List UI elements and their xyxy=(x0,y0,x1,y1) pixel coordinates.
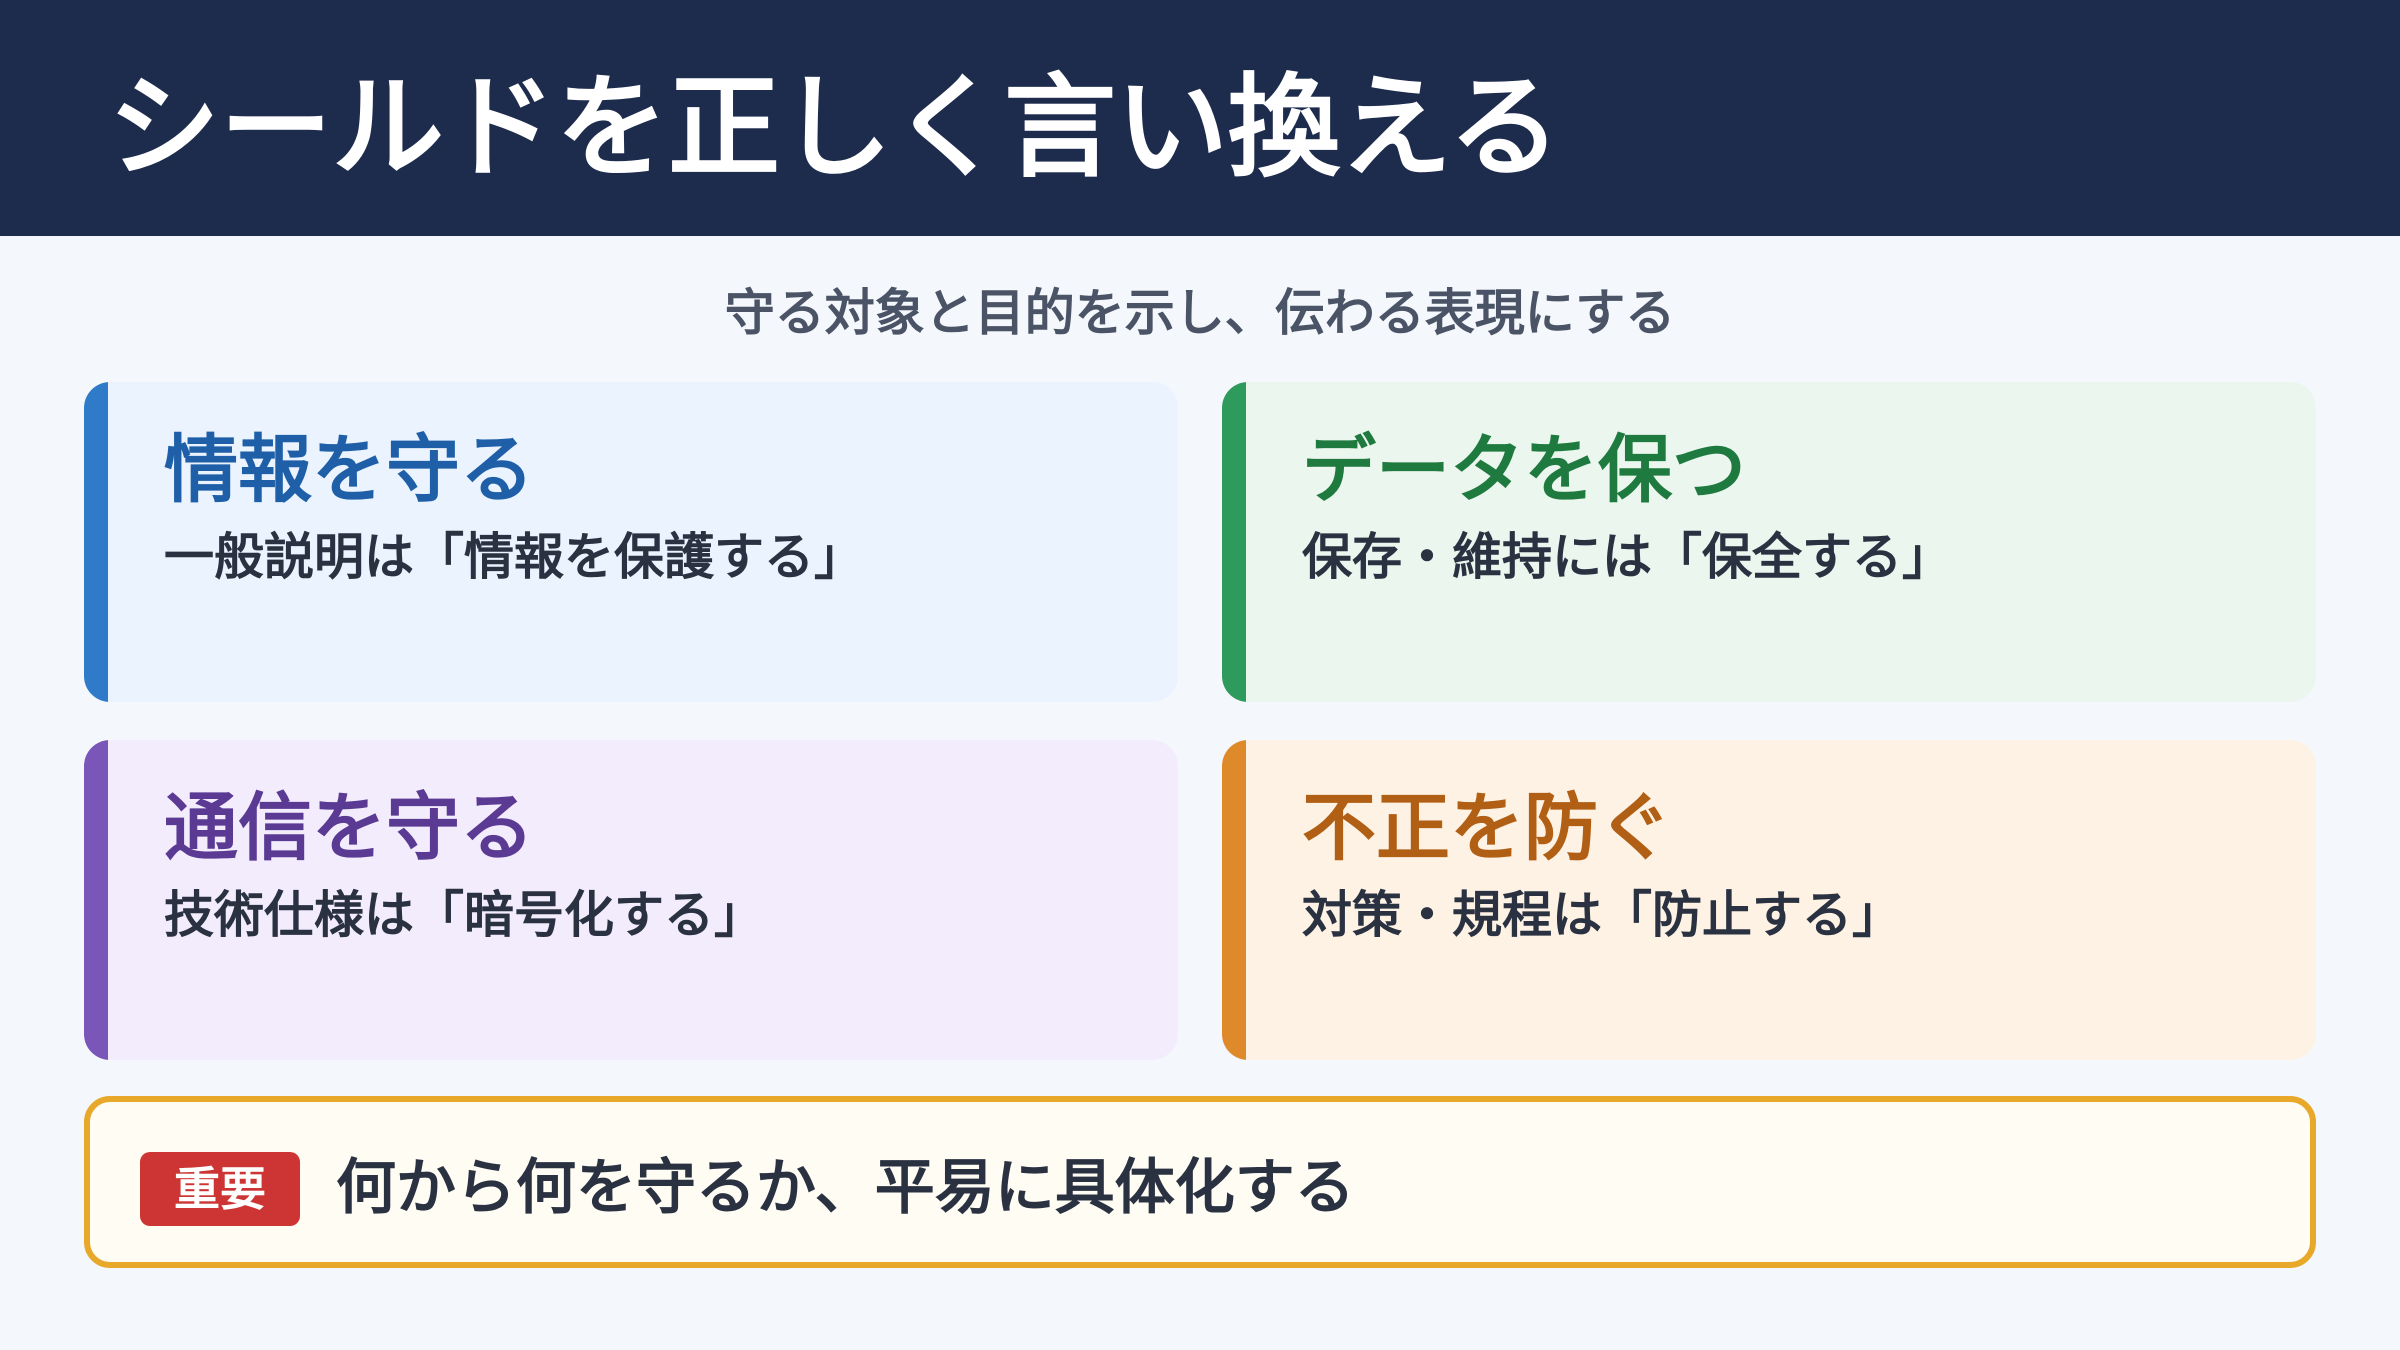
card-protect-information: 情報を守る 一般説明は「情報を保護する」 xyxy=(84,382,1178,702)
important-note-text: 何から何を守るか、平易に具体化する xyxy=(336,1153,1355,1223)
card-accent-bar xyxy=(1222,740,1246,1060)
card-description: 保存・維持には「保全する」 xyxy=(1302,528,1952,586)
card-title: 情報を守る xyxy=(164,427,534,513)
card-description: 対策・規程は「防止する」 xyxy=(1302,886,1902,944)
card-protect-communication: 通信を守る 技術仕様は「暗号化する」 xyxy=(84,740,1178,1060)
card-preserve-data: データを保つ 保存・維持には「保全する」 xyxy=(1222,382,2316,702)
card-accent-bar xyxy=(84,382,108,702)
card-title: 不正を防ぐ xyxy=(1302,785,1672,871)
card-description: 技術仕様は「暗号化する」 xyxy=(164,886,764,944)
card-title: 通信を守る xyxy=(164,785,534,871)
card-description: 一般説明は「情報を保護する」 xyxy=(164,528,864,586)
important-badge: 重要 xyxy=(140,1152,300,1226)
card-prevent-fraud: 不正を防ぐ 対策・規程は「防止する」 xyxy=(1222,740,2316,1060)
card-accent-bar xyxy=(84,740,108,1060)
card-title: データを保つ xyxy=(1302,427,1746,513)
page-subtitle: 守る対象と目的を示し、伝わる表現にする xyxy=(724,284,1676,342)
card-accent-bar xyxy=(1222,382,1246,702)
header-bar: シールドを正しく言い換える xyxy=(0,0,2400,236)
important-note: 重要 何から何を守るか、平易に具体化する xyxy=(84,1096,2316,1268)
page-title: シールドを正しく言い換える xyxy=(108,63,1561,193)
